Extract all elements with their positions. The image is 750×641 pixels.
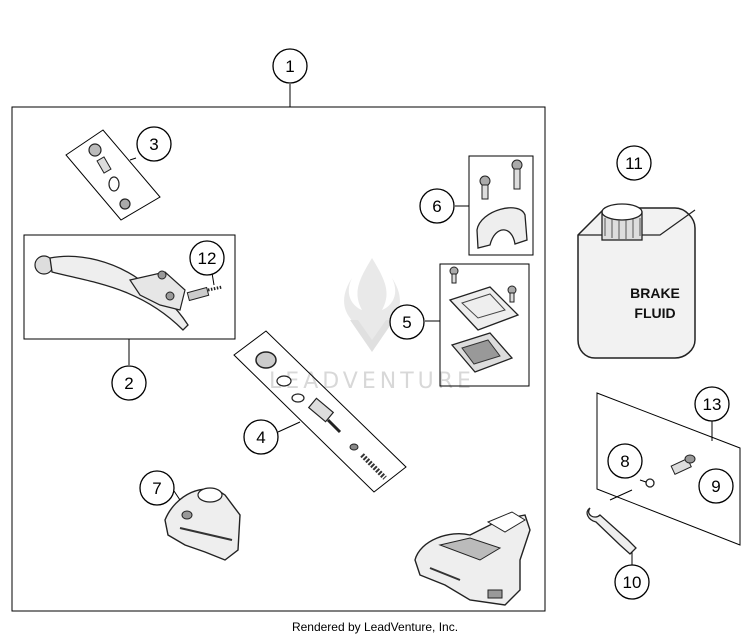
callout-9-number: 9: [711, 477, 720, 496]
callout-8: 8: [607, 443, 643, 479]
callout-4-number: 4: [256, 428, 265, 447]
callout-1-number: 1: [285, 57, 294, 76]
callout-12: 12: [189, 240, 225, 276]
main-assembly-box: [11, 106, 546, 612]
leadventure-watermark: LEADVENTURE: [269, 258, 475, 394]
callout-13: 13: [694, 386, 730, 422]
callout-13-number: 13: [703, 395, 722, 414]
footer-credit: Rendered by LeadVenture, Inc.: [291, 620, 459, 634]
brake-fluid-bottle: BRAKE FLUID: [577, 203, 696, 359]
callout-3: 3: [136, 126, 172, 162]
part-3-bolt-set: [65, 129, 161, 221]
callout-10: 10: [614, 564, 650, 600]
callout-6: 6: [419, 188, 455, 224]
callout-5-number: 5: [402, 313, 411, 332]
callout-10-number: 10: [623, 573, 642, 592]
callout-6-number: 6: [432, 197, 441, 216]
callout-12-number: 12: [198, 249, 217, 268]
part-5-cap-box: [439, 263, 530, 387]
callout-2: 2: [111, 365, 147, 401]
watermark-text: LEADVENTURE: [269, 369, 475, 394]
callout-7: 7: [139, 470, 175, 506]
bottle-label-line1: BRAKE: [630, 285, 680, 301]
reservoir-cap: [448, 266, 520, 373]
hose-fitting: [586, 454, 696, 566]
master-cylinder-body: [414, 511, 531, 606]
callout-8-number: 8: [620, 452, 629, 471]
bottle-label-line2: FLUID: [634, 305, 675, 321]
callout-9: 9: [698, 468, 734, 504]
callout-1: 1: [272, 48, 308, 84]
callout-11: 11: [616, 145, 652, 181]
part-13-fitting-box: [596, 392, 741, 546]
callout-3-number: 3: [149, 135, 158, 154]
callout-4: 4: [243, 419, 279, 455]
callout-5: 5: [389, 304, 425, 340]
brake-lever: [34, 255, 223, 331]
part-4-piston-set: [233, 330, 407, 493]
callout-7-number: 7: [152, 479, 161, 498]
callout-2-number: 2: [124, 374, 133, 393]
callout-11-number: 11: [625, 154, 643, 173]
clamp: [476, 159, 528, 249]
part-7-bracket: [164, 487, 241, 561]
